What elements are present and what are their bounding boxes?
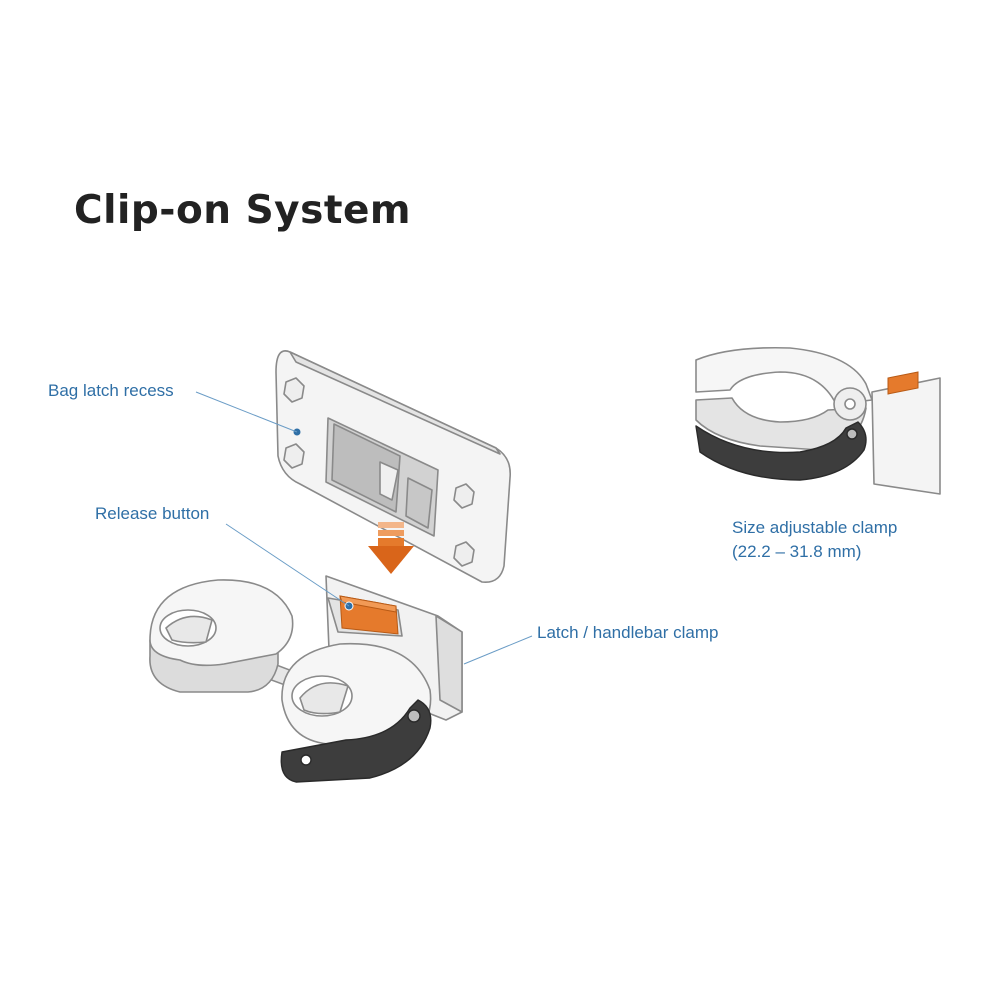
leader-lines xyxy=(195,391,533,665)
leader-release-button xyxy=(225,523,350,607)
hex-screw xyxy=(453,483,475,509)
insert-arrow-icon xyxy=(368,522,414,574)
leader-bag-latch xyxy=(195,391,298,433)
size-clamp-lever xyxy=(695,421,867,481)
label-size-clamp: Size adjustable clamp xyxy=(732,518,898,537)
label-release-button: Release button xyxy=(95,504,210,523)
label-latch-clamp: Latch / handlebar clamp xyxy=(537,623,719,642)
hex-screw xyxy=(283,443,305,469)
page-title: Clip-on System xyxy=(74,188,412,233)
dark-lever xyxy=(280,699,432,783)
leader-latch-clamp xyxy=(463,635,533,665)
size-clamp-tab xyxy=(887,371,919,395)
release-button xyxy=(339,595,399,635)
label-bag-latch-recess: Bag latch recess xyxy=(48,381,174,400)
label-size-clamp-range: (22.2 – 31.8 mm) xyxy=(732,542,862,561)
size-adjustable-clamp xyxy=(695,346,941,495)
hex-screw xyxy=(453,541,475,567)
hex-screw xyxy=(283,377,305,403)
bag-latch-plate xyxy=(275,350,512,583)
